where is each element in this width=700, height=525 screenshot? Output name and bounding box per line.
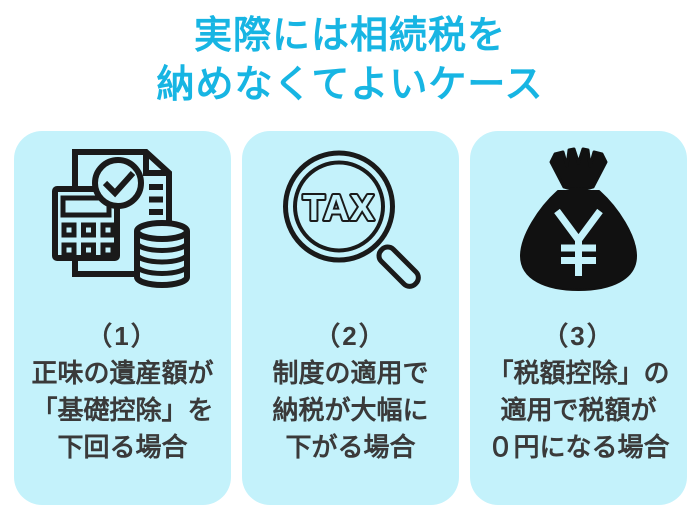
bag-knot <box>549 147 607 191</box>
tax-magnifier-icon: TAX <box>282 150 421 289</box>
card-text-line: 「税額控除」の <box>487 358 670 388</box>
card-number: （2） <box>314 321 387 351</box>
card-text-line: 正味の遺産額が <box>31 358 214 388</box>
card-text-line: 下がる場合 <box>285 432 416 462</box>
card-text-line: ０円になる場合 <box>487 432 670 462</box>
card-1-text: （1） 正味の遺産額が 「基礎控除」を 下回る場合 <box>14 318 231 466</box>
title-line-1: 実際には相続税を <box>193 15 506 57</box>
card-2-icon-wrap: TAX <box>242 147 459 292</box>
card-text-line: 下回る場合 <box>57 432 188 462</box>
money-bag-yen-icon <box>519 147 637 291</box>
card-2: TAX （2） 制度の適用で 納税が大幅に 下がる場合 <box>242 131 459 505</box>
card-3-icon-wrap <box>470 147 687 292</box>
card-text-line: 制度の適用で <box>272 358 429 388</box>
title-line-2: 納めなくてよいケース <box>156 64 544 106</box>
card-number: （3） <box>542 321 615 351</box>
card-1: （1） 正味の遺産額が 「基礎控除」を 下回る場合 <box>14 131 231 505</box>
tax-label: TAX <box>302 187 374 228</box>
card-1-icon-wrap <box>14 147 231 292</box>
card-text-line: 納税が大幅に <box>272 395 429 425</box>
card-text-line: 適用で税額が <box>500 395 657 425</box>
card-3: （3） 「税額控除」の 適用で税額が ０円になる場合 <box>470 131 687 505</box>
card-number: （1） <box>86 321 159 351</box>
card-text-line: 「基礎控除」を <box>31 395 214 425</box>
card-2-text: （2） 制度の適用で 納税が大幅に 下がる場合 <box>242 318 459 466</box>
page-title: 実際には相続税を 納めなくてよいケース <box>0 12 700 110</box>
calculator-document-coins-icon <box>51 149 190 288</box>
cards-row: （1） 正味の遺産額が 「基礎控除」を 下回る場合 TAX （2） 制度の適用で… <box>14 131 687 505</box>
card-3-text: （3） 「税額控除」の 適用で税額が ０円になる場合 <box>470 318 687 466</box>
yen-symbol <box>553 208 603 276</box>
